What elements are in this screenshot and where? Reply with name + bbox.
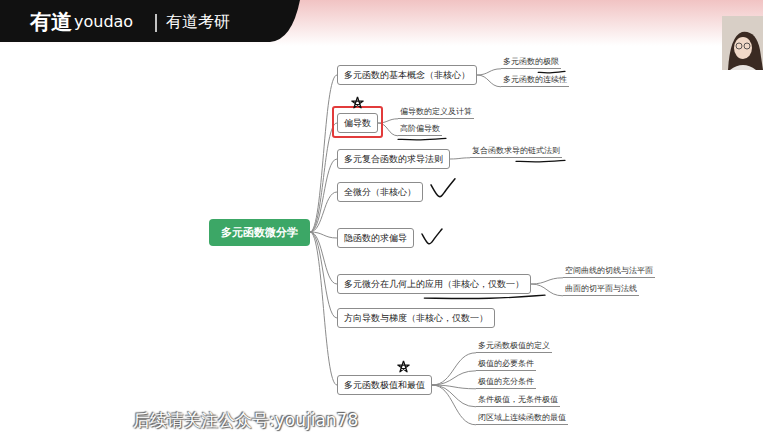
subtopic-text: 极值的必要条件: [476, 359, 536, 372]
topic-text: 高阶偏导数: [400, 124, 440, 134]
pen-star: [352, 97, 363, 108]
subtopic-text: 多元函数的连续性: [501, 75, 569, 88]
topic-text: 多元函数的极限: [503, 57, 559, 67]
subtopic-text: 条件极值，无条件极值: [476, 395, 560, 408]
topic-text: 偏导数的定义及计算: [400, 107, 472, 117]
central-topic: 多元函数微分学: [209, 219, 310, 246]
pen-star: [398, 361, 409, 372]
topic-text: 多元微分在几何上的应用（非核心，仅数一）: [344, 279, 524, 289]
topic-box: 多元复合函数的求导法则: [337, 149, 450, 169]
subtopic-text: 多元函数极值的定义: [476, 341, 552, 354]
branch-line: [531, 278, 563, 284]
subtopic-text: 复合函数求导的链式法则: [470, 146, 562, 159]
branch-line: [450, 158, 470, 159]
topic-text: 极值的必要条件: [478, 359, 534, 369]
subtopic-text: 闭区域上连续函数的最值: [476, 413, 568, 426]
subtopic-text: 高阶偏导数: [398, 124, 442, 137]
webcam-view: [722, 16, 763, 70]
branch-line: [432, 353, 476, 385]
branch-line: [310, 159, 337, 232]
topic-box: 偏导数: [337, 113, 378, 133]
pen-underline: [424, 295, 545, 298]
pen-check: [431, 179, 455, 197]
branch-line: [432, 385, 476, 407]
pen-underline: [516, 160, 565, 162]
header-band: [0, 0, 763, 46]
topic-box: 多元函数的基本概念（非核心）: [337, 65, 477, 85]
topic-text: 多元函数极值的定义: [478, 341, 550, 351]
logo-mark: 有道: [30, 8, 72, 36]
topic-text: 多元函数的连续性: [503, 75, 567, 85]
subtopic-text: 极值的充分条件: [476, 377, 536, 390]
pen-underline: [398, 138, 446, 140]
pen-underline: [538, 71, 565, 73]
topic-text: 全微分（非核心）: [344, 187, 416, 197]
branch-line: [310, 75, 337, 232]
branch-line: [477, 75, 501, 87]
pen-check: [422, 229, 442, 244]
topic-text: 多元函数微分学: [221, 225, 298, 240]
watermark: 后续请关注公众号:youjian78: [133, 409, 358, 432]
topic-text: 隐函数的求偏导: [344, 233, 407, 243]
topic-box: 隐函数的求偏导: [337, 228, 414, 248]
branch-line: [432, 385, 476, 425]
subtopic-text: 空间曲线的切线与法平面: [563, 266, 655, 279]
topic-text: 空间曲线的切线与法平面: [565, 266, 653, 276]
topic-box: 多元函数极值和最值: [337, 375, 432, 395]
branch-line: [310, 192, 337, 232]
branch-line: [310, 232, 337, 385]
logo-separator: [155, 14, 157, 32]
topic-box: 多元微分在几何上的应用（非核心，仅数一）: [337, 274, 531, 294]
topic-text: 极值的充分条件: [478, 377, 534, 387]
branch-line: [531, 284, 563, 296]
topic-text: 方向导数与梯度（非核心，仅数一）: [344, 313, 488, 323]
branch-line: [477, 69, 501, 75]
topic-text: 多元函数极值和最值: [344, 380, 425, 390]
topic-text: 条件极值，无条件极值: [478, 395, 558, 405]
topic-text: 多元复合函数的求导法则: [344, 154, 443, 164]
logo-bar: [0, 0, 300, 42]
subtopic-text: 曲面的切平面与法线: [563, 284, 639, 297]
branch-line: [310, 123, 337, 232]
highlight-frame: [333, 107, 382, 137]
topic-text: 多元函数的基本概念（非核心）: [344, 70, 470, 80]
topic-text: 曲面的切平面与法线: [565, 284, 637, 294]
topic-text: 闭区域上连续函数的最值: [478, 413, 566, 423]
branch-line: [432, 371, 476, 385]
topic-box: 全微分（非核心）: [337, 182, 423, 202]
logo-product: 有道考研: [166, 12, 230, 33]
logo-word: youdao: [74, 12, 133, 31]
topic-text: 偏导数: [344, 118, 371, 128]
topic-text: 复合函数求导的链式法则: [472, 146, 560, 156]
topic-box: 方向导数与梯度（非核心，仅数一）: [337, 308, 495, 328]
subtopic-text: 多元函数的极限: [501, 57, 561, 70]
subtopic-text: 偏导数的定义及计算: [398, 107, 474, 120]
